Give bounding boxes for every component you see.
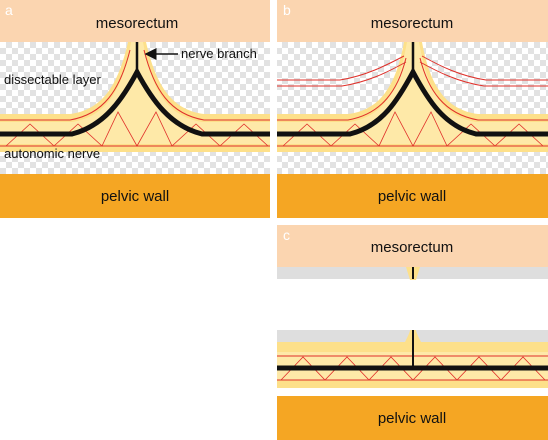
panel-b: b mesorectum pelvic wall <box>277 0 548 218</box>
pelvic-wall-label-c: pelvic wall <box>378 410 446 427</box>
dissectable-layer-label: dissectable layer <box>4 72 101 87</box>
nerve-branch-label: nerve branch <box>181 46 257 61</box>
pelvic-wall-block-b <box>277 174 548 218</box>
pelvic-wall-label-a: pelvic wall <box>101 188 169 205</box>
fascia-crosslines-a <box>5 111 269 147</box>
panel-letter-a: a <box>5 2 13 18</box>
mesorectum-label-b: mesorectum <box>371 15 454 32</box>
mesorectum-label-a: mesorectum <box>96 15 179 32</box>
fascia-detached-right-b <box>419 55 548 87</box>
pelvic-wall-block-a <box>0 174 270 218</box>
fascia-detached-left-b <box>277 55 407 87</box>
fascia-crosslines-b <box>282 111 544 147</box>
panel-letter-c: c <box>283 227 290 243</box>
autonomic-nerve-label: autonomic nerve <box>4 146 100 161</box>
nerve-inner-sheath-a <box>0 42 270 144</box>
nerve-inner-sheath-b <box>277 42 548 144</box>
mesorectum-block-a <box>0 0 270 42</box>
mesorectum-block-c <box>277 225 548 267</box>
panel-letter-b: b <box>283 2 291 18</box>
panel-a: a mesorectum nerve branch dissectable la… <box>0 0 270 218</box>
pelvic-wall-block-c <box>277 396 548 440</box>
mesorectum-block-b <box>277 0 548 42</box>
fascia-line-upper-a <box>0 49 270 121</box>
mesorectum-label-c: mesorectum <box>371 239 454 256</box>
panel-c: c mesorectum pelvic wall <box>277 225 548 440</box>
fascia-line-upper-b <box>277 57 548 121</box>
fascia-crosslines-c <box>280 356 546 381</box>
pelvic-wall-label-b: pelvic wall <box>378 188 446 205</box>
